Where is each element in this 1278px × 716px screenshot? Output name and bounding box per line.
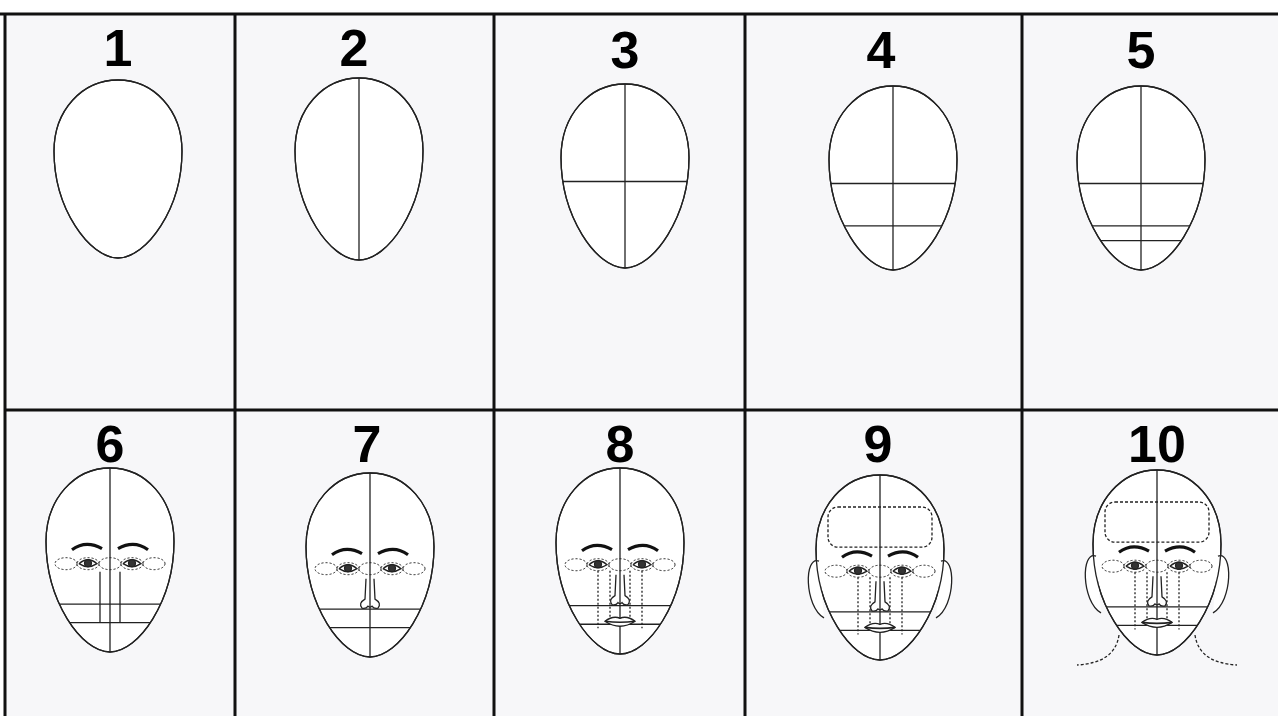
panel [5, 14, 235, 410]
face-sketch [561, 84, 689, 268]
panel [745, 14, 1022, 410]
step-number: 4 [867, 24, 896, 76]
face-sketch [295, 78, 423, 260]
panel [494, 410, 745, 716]
panels [5, 14, 1278, 716]
face-sketch [46, 468, 174, 652]
step-number: 6 [96, 418, 125, 470]
step-number: 1 [104, 22, 133, 74]
step-number: 3 [611, 24, 640, 76]
face-sketch [54, 80, 182, 258]
step-number: 10 [1128, 418, 1186, 470]
panel [494, 14, 745, 410]
panel [5, 410, 235, 716]
face-sketch [808, 475, 951, 660]
face-sketch [829, 86, 957, 270]
panel [1022, 410, 1278, 716]
panel [235, 14, 494, 410]
face-sketch [306, 473, 434, 657]
step-number: 8 [606, 418, 635, 470]
step-number: 7 [353, 418, 382, 470]
step-number: 9 [864, 418, 893, 470]
panel [745, 410, 1022, 716]
face-sketch [556, 468, 684, 654]
panel [235, 410, 494, 716]
frame-lines [0, 14, 1278, 716]
face-sketch [1077, 470, 1237, 665]
face-sketch [1077, 86, 1205, 270]
step-number: 5 [1127, 24, 1156, 76]
step-number: 2 [340, 22, 369, 74]
panel [1022, 14, 1278, 410]
